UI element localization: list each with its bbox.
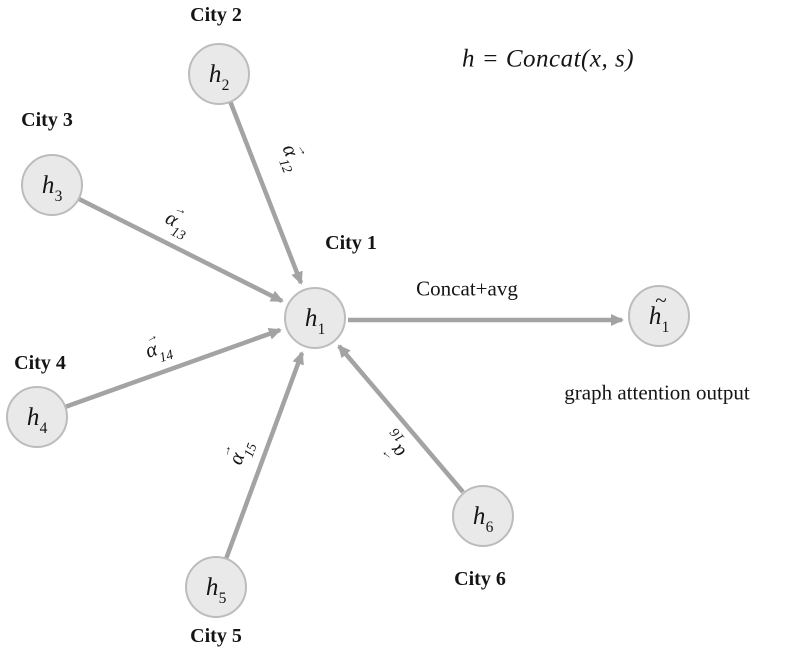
city-2-label: City 2: [190, 4, 242, 26]
edge-h3-to-h1: [77, 196, 284, 304]
edge-h2-to-h1: [227, 100, 304, 285]
edge-h6-to-h1: [337, 344, 465, 494]
city-3-label: City 3: [21, 109, 73, 131]
city-5-label: City 5: [190, 625, 242, 647]
node-h4-label: h4: [26, 403, 48, 438]
tilde-mark: ~: [655, 288, 667, 313]
node-h3: h3: [21, 154, 83, 216]
node-h2-label: h2: [208, 60, 230, 95]
concat-avg-label: Concat+avg: [416, 276, 518, 301]
node-h5: h5: [185, 556, 247, 618]
formula-text: h = Concat(x, s): [461, 45, 635, 73]
edge-h4-to-h1: [64, 327, 282, 410]
vector-arrow-icon: →: [218, 443, 235, 459]
node-h1-output: ~h1: [628, 285, 690, 347]
edge-h5-to-h1: [223, 351, 305, 560]
city-6-label: City 6: [454, 568, 506, 590]
node-h5-label: h5: [205, 573, 227, 608]
node-h4: h4: [6, 386, 68, 448]
node-h1-label: h1: [304, 304, 326, 339]
node-h6: h6: [452, 485, 514, 547]
node-h1-center: h1: [284, 287, 346, 349]
node-h3-label: h3: [41, 171, 63, 206]
city-4-label: City 4: [14, 352, 66, 374]
graph-output-caption: graph attention output: [564, 380, 750, 405]
city-1-label: City 1: [325, 232, 377, 254]
node-h1-output-label: ~h1: [648, 288, 670, 337]
node-h2: h2: [188, 43, 250, 105]
node-h6-label: h6: [472, 502, 494, 537]
